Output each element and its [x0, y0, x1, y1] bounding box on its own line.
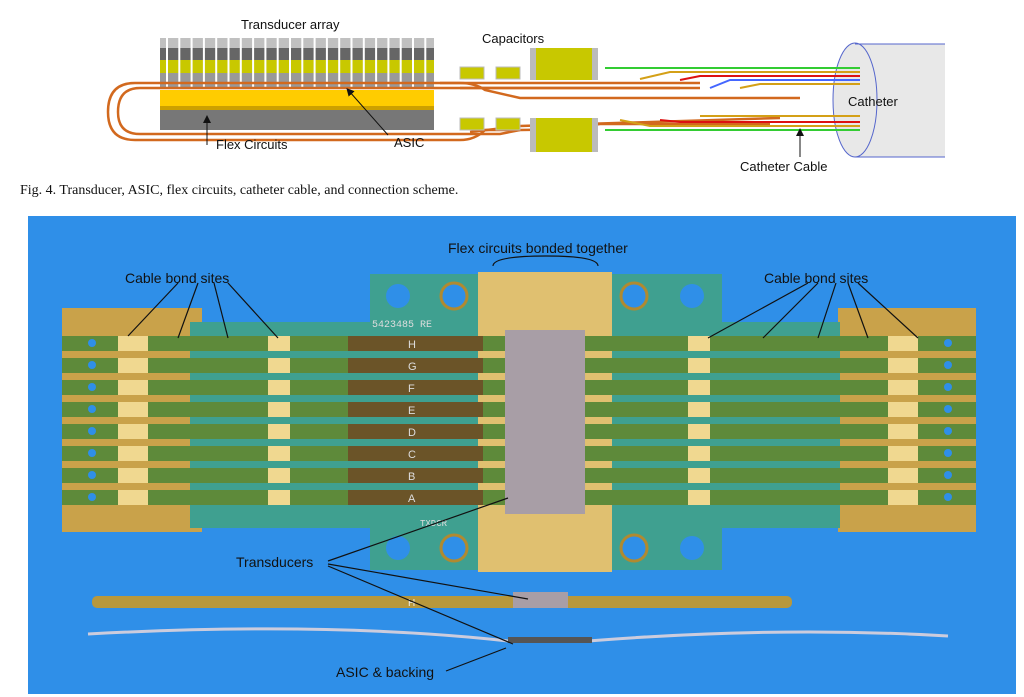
kerf	[215, 38, 218, 88]
row-letter: B	[408, 471, 415, 483]
kerf	[166, 38, 168, 88]
figure-caption: Fig. 4. Transducer, ASIC, flex circuits,…	[20, 183, 459, 198]
kerf	[252, 38, 255, 88]
catheter-cable	[605, 67, 860, 131]
flex-row: B	[62, 468, 976, 483]
kerf	[387, 38, 390, 88]
kerf	[424, 38, 427, 88]
asic-block	[160, 90, 434, 106]
label-flex-circuits: Flex Circuits	[216, 137, 288, 152]
label-flex-bonded: Flex circuits bonded together	[448, 240, 628, 256]
kerf	[338, 38, 341, 88]
kerf	[399, 38, 402, 88]
connection-diagram	[106, 38, 945, 158]
row-letter: H	[408, 339, 416, 351]
label-transducers: Transducers	[236, 554, 314, 570]
label-catheter-cable: Catheter Cable	[740, 159, 828, 174]
label-transducer-array: Transducer array	[241, 17, 340, 32]
asic-arrow	[346, 88, 389, 136]
kerf	[313, 38, 316, 88]
svg-text:H: H	[408, 598, 415, 609]
kerf	[239, 38, 242, 88]
kerf	[325, 38, 328, 88]
kerf	[362, 38, 365, 88]
flex-circuits	[106, 81, 800, 142]
kerf	[375, 38, 378, 88]
capacitors	[459, 48, 598, 152]
bonded-brace	[492, 255, 599, 267]
kerf	[301, 38, 304, 88]
part-number: 5423485 RE	[372, 320, 432, 331]
label-catheter: Catheter	[848, 94, 898, 109]
kerf	[350, 38, 353, 88]
kerf	[190, 38, 193, 88]
row-letter: E	[408, 405, 415, 417]
kerf	[276, 38, 279, 88]
kerf	[227, 38, 230, 88]
label-asic-backing: ASIC & backing	[336, 664, 435, 680]
asic-backing-strip	[87, 627, 949, 643]
kerf	[202, 38, 205, 88]
row-letter: G	[408, 361, 417, 373]
label-cable-bond-left: Cable bond sites	[125, 270, 230, 286]
single-flex-strip	[92, 596, 792, 608]
row-letter: C	[408, 449, 416, 461]
row-letter: D	[408, 427, 416, 439]
label-capacitors: Capacitors	[482, 31, 545, 46]
kerf	[264, 38, 267, 88]
kerf	[178, 38, 181, 88]
row-letter: F	[408, 383, 415, 395]
transducer-array	[160, 38, 434, 130]
kerf	[412, 38, 414, 88]
transducer-chip	[505, 330, 585, 514]
kerf	[289, 38, 291, 88]
row-letter: A	[408, 493, 416, 505]
label-cable-bond-right: Cable bond sites	[764, 270, 869, 286]
label-asic: ASIC	[394, 135, 425, 150]
